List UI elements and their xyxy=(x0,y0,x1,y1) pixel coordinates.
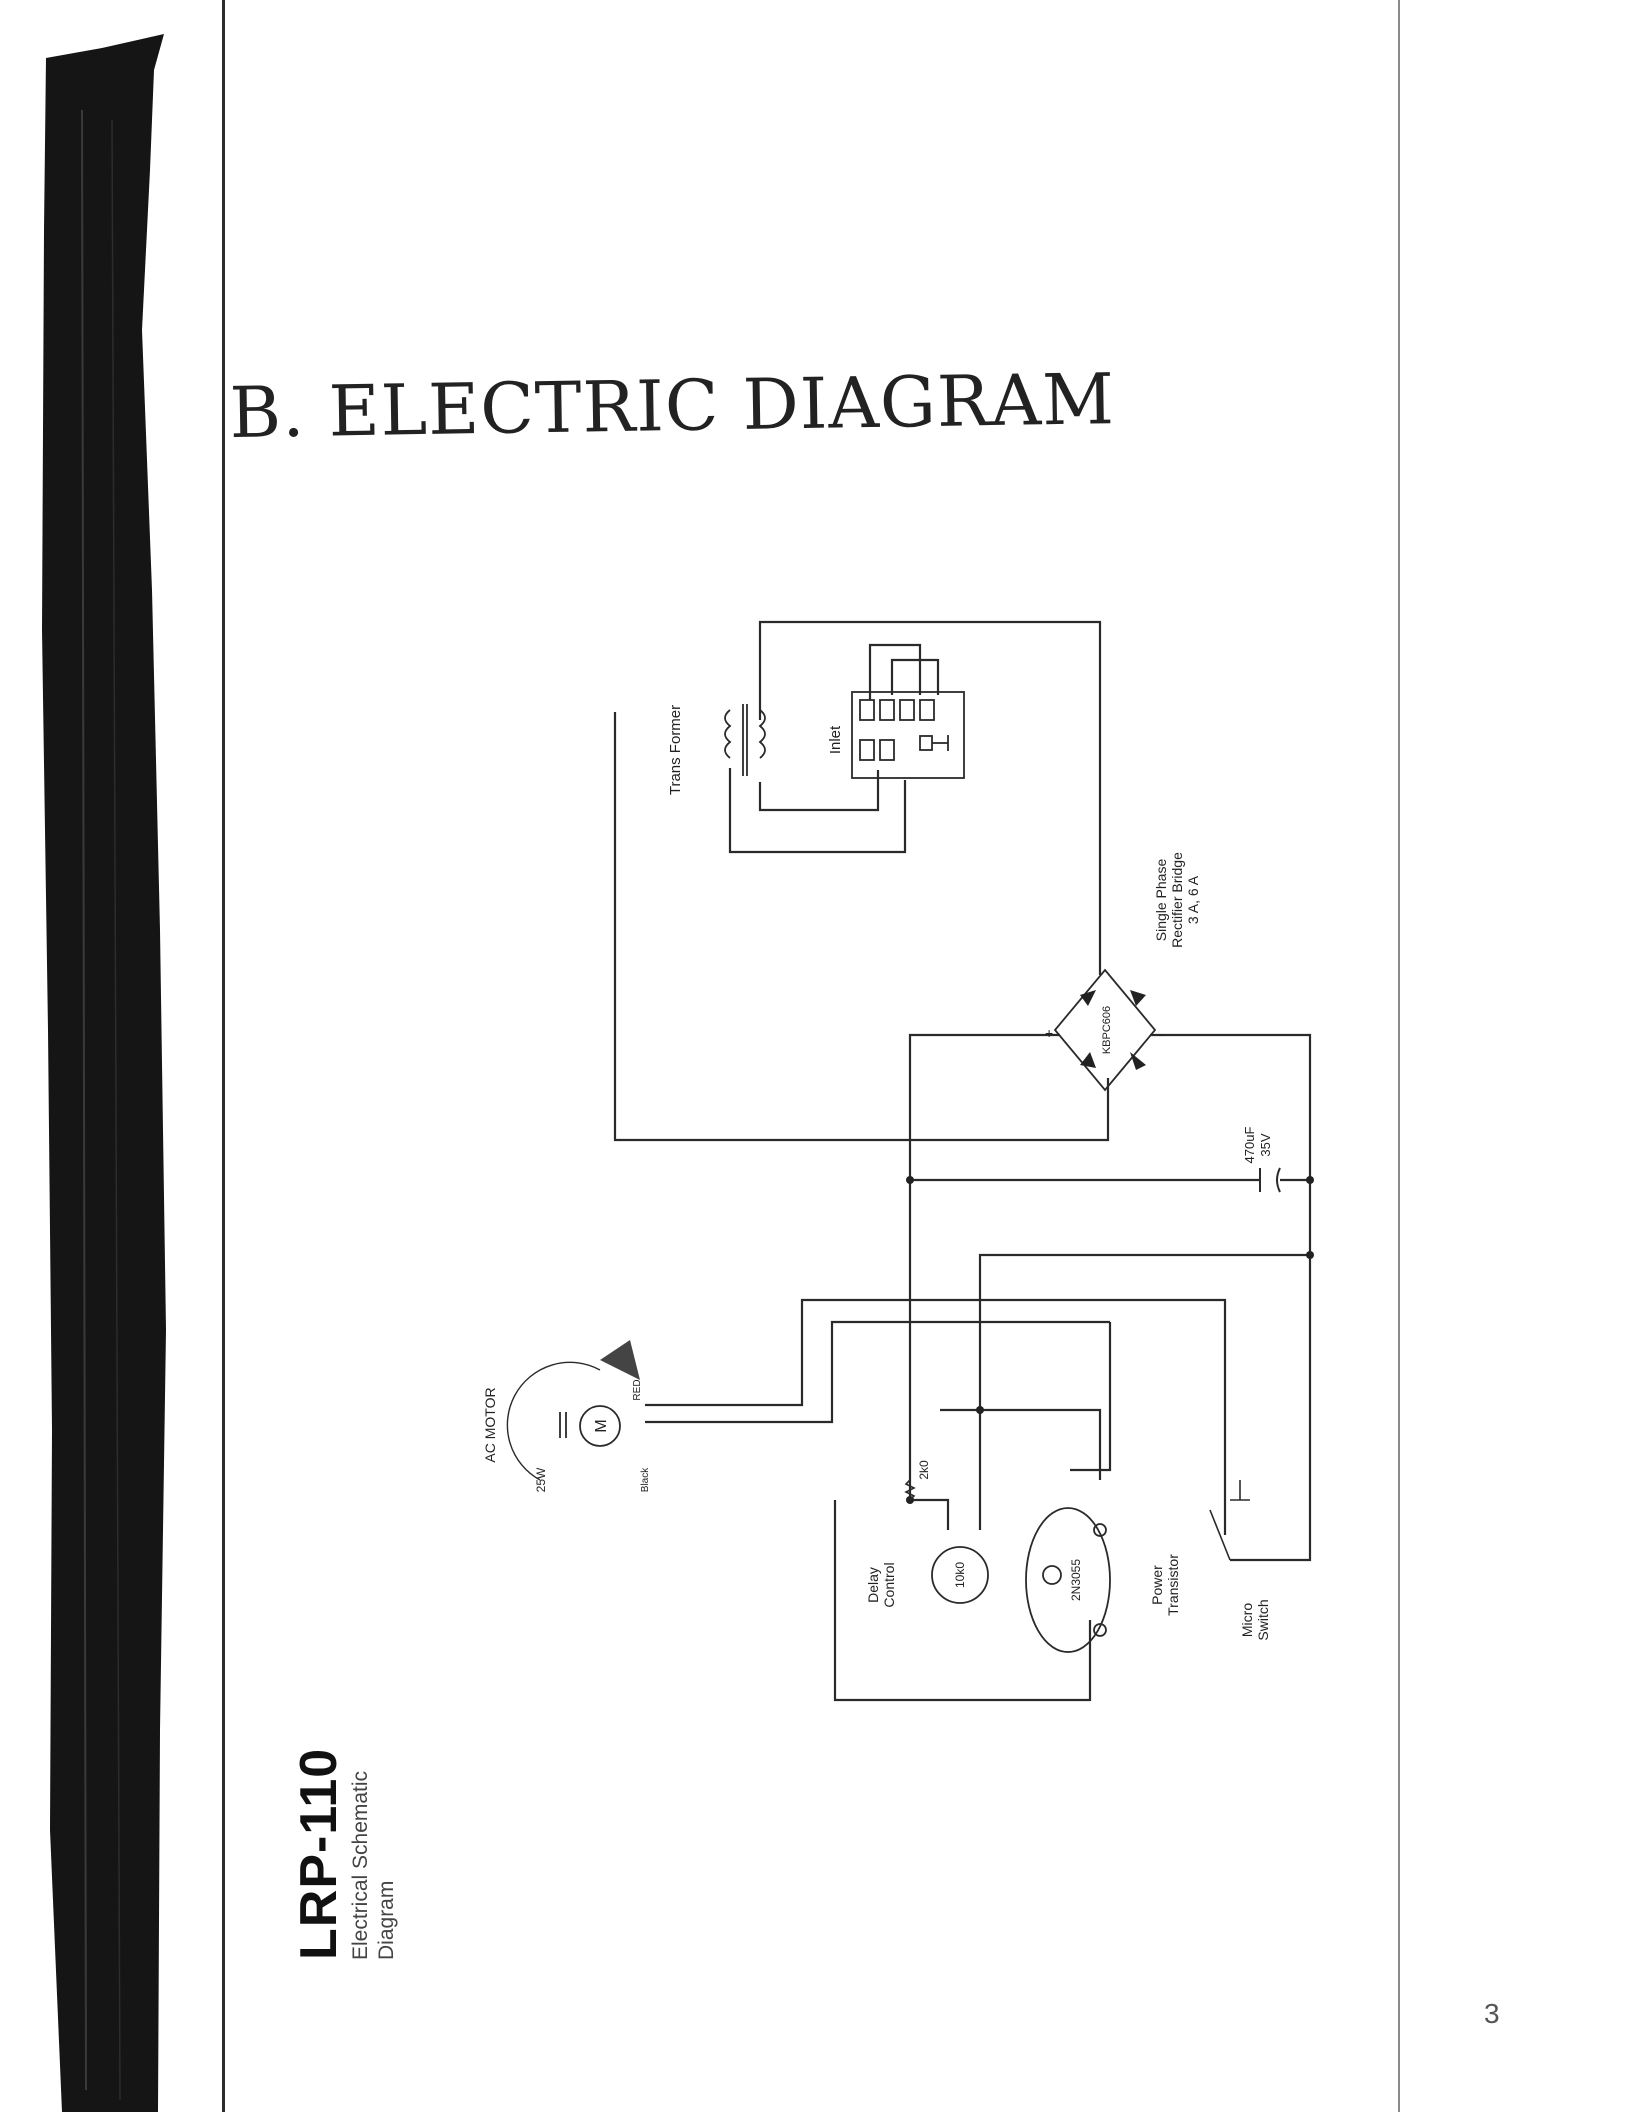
transformer-label: Trans Former xyxy=(667,705,684,795)
binding-tape-strip xyxy=(42,30,172,2112)
wire-inlet-top-2 xyxy=(892,660,938,695)
micro-switch-symbol xyxy=(1210,1480,1250,1560)
wire-transformer-inlet-2 xyxy=(760,770,878,810)
resistor-label: 2k0 xyxy=(917,1460,931,1480)
wire-transformer-left xyxy=(615,712,1108,1140)
delay-control-label-1: Delay xyxy=(865,1567,881,1603)
delay-control-label-2: Control xyxy=(881,1562,897,1607)
power-transistor-label-2: Transistor xyxy=(1165,1554,1181,1616)
left-margin-rule xyxy=(222,0,225,2112)
wire-motor-black xyxy=(645,1322,1110,1422)
inlet-symbol xyxy=(852,692,964,778)
rectifier-label-3: 3 A, 6 A xyxy=(1185,875,1201,924)
svg-text:+: + xyxy=(1045,1025,1053,1041)
motor-title: AC MOTOR xyxy=(482,1387,498,1462)
transistor-part: 2N3055 xyxy=(1069,1559,1083,1601)
motor-direction-arrow xyxy=(600,1340,640,1380)
inlet-label: Inlet xyxy=(827,725,844,754)
rectifier-part: KBPC606 xyxy=(1101,1006,1113,1054)
motor-wire-red: RED xyxy=(632,1379,643,1400)
micro-switch-label-1: Micro xyxy=(1239,1603,1255,1637)
micro-switch-label-2: Switch xyxy=(1255,1599,1271,1640)
rectifier-label-1: Single Phase xyxy=(1153,859,1169,942)
model-number: LRP-110 xyxy=(290,1710,348,1960)
diagram-subtitle: Electrical Schematic Diagram xyxy=(348,1710,400,1960)
rectifier-label-2: Rectifier Bridge xyxy=(1169,852,1185,948)
wire-top-loop xyxy=(760,622,1100,975)
motor-wire-black: Black xyxy=(640,1467,651,1492)
section-heading: B. ELECTRIC DIAGRAM xyxy=(229,358,1115,454)
wire-motor-black-2 xyxy=(1070,1322,1110,1470)
power-transistor-label-1: Power xyxy=(1149,1565,1165,1605)
svg-text:−: − xyxy=(1158,1027,1166,1043)
capacitor-symbol xyxy=(1260,1168,1280,1192)
wire-bridge-positive xyxy=(910,1035,1060,1500)
power-transistor-symbol xyxy=(1026,1508,1110,1652)
electrical-schematic: Trans Former Inlet KBPC606 + − Single Ph… xyxy=(440,600,1340,1760)
wire-bridge-negative xyxy=(1150,1035,1310,1560)
title-block: LRP-110 Electrical Schematic Diagram xyxy=(290,1710,400,1960)
wire-resistor-delay xyxy=(910,1500,948,1530)
motor-symbol: M xyxy=(593,1419,610,1432)
page-number: 3 xyxy=(1484,1998,1500,2030)
delay-control-value: 10k0 xyxy=(953,1562,967,1588)
capacitor-label-2: 35V xyxy=(1258,1133,1273,1156)
capacitor-label-1: 470uF xyxy=(1242,1127,1257,1164)
right-margin-rule xyxy=(1398,0,1400,2112)
motor-power: 25W xyxy=(534,1467,548,1492)
